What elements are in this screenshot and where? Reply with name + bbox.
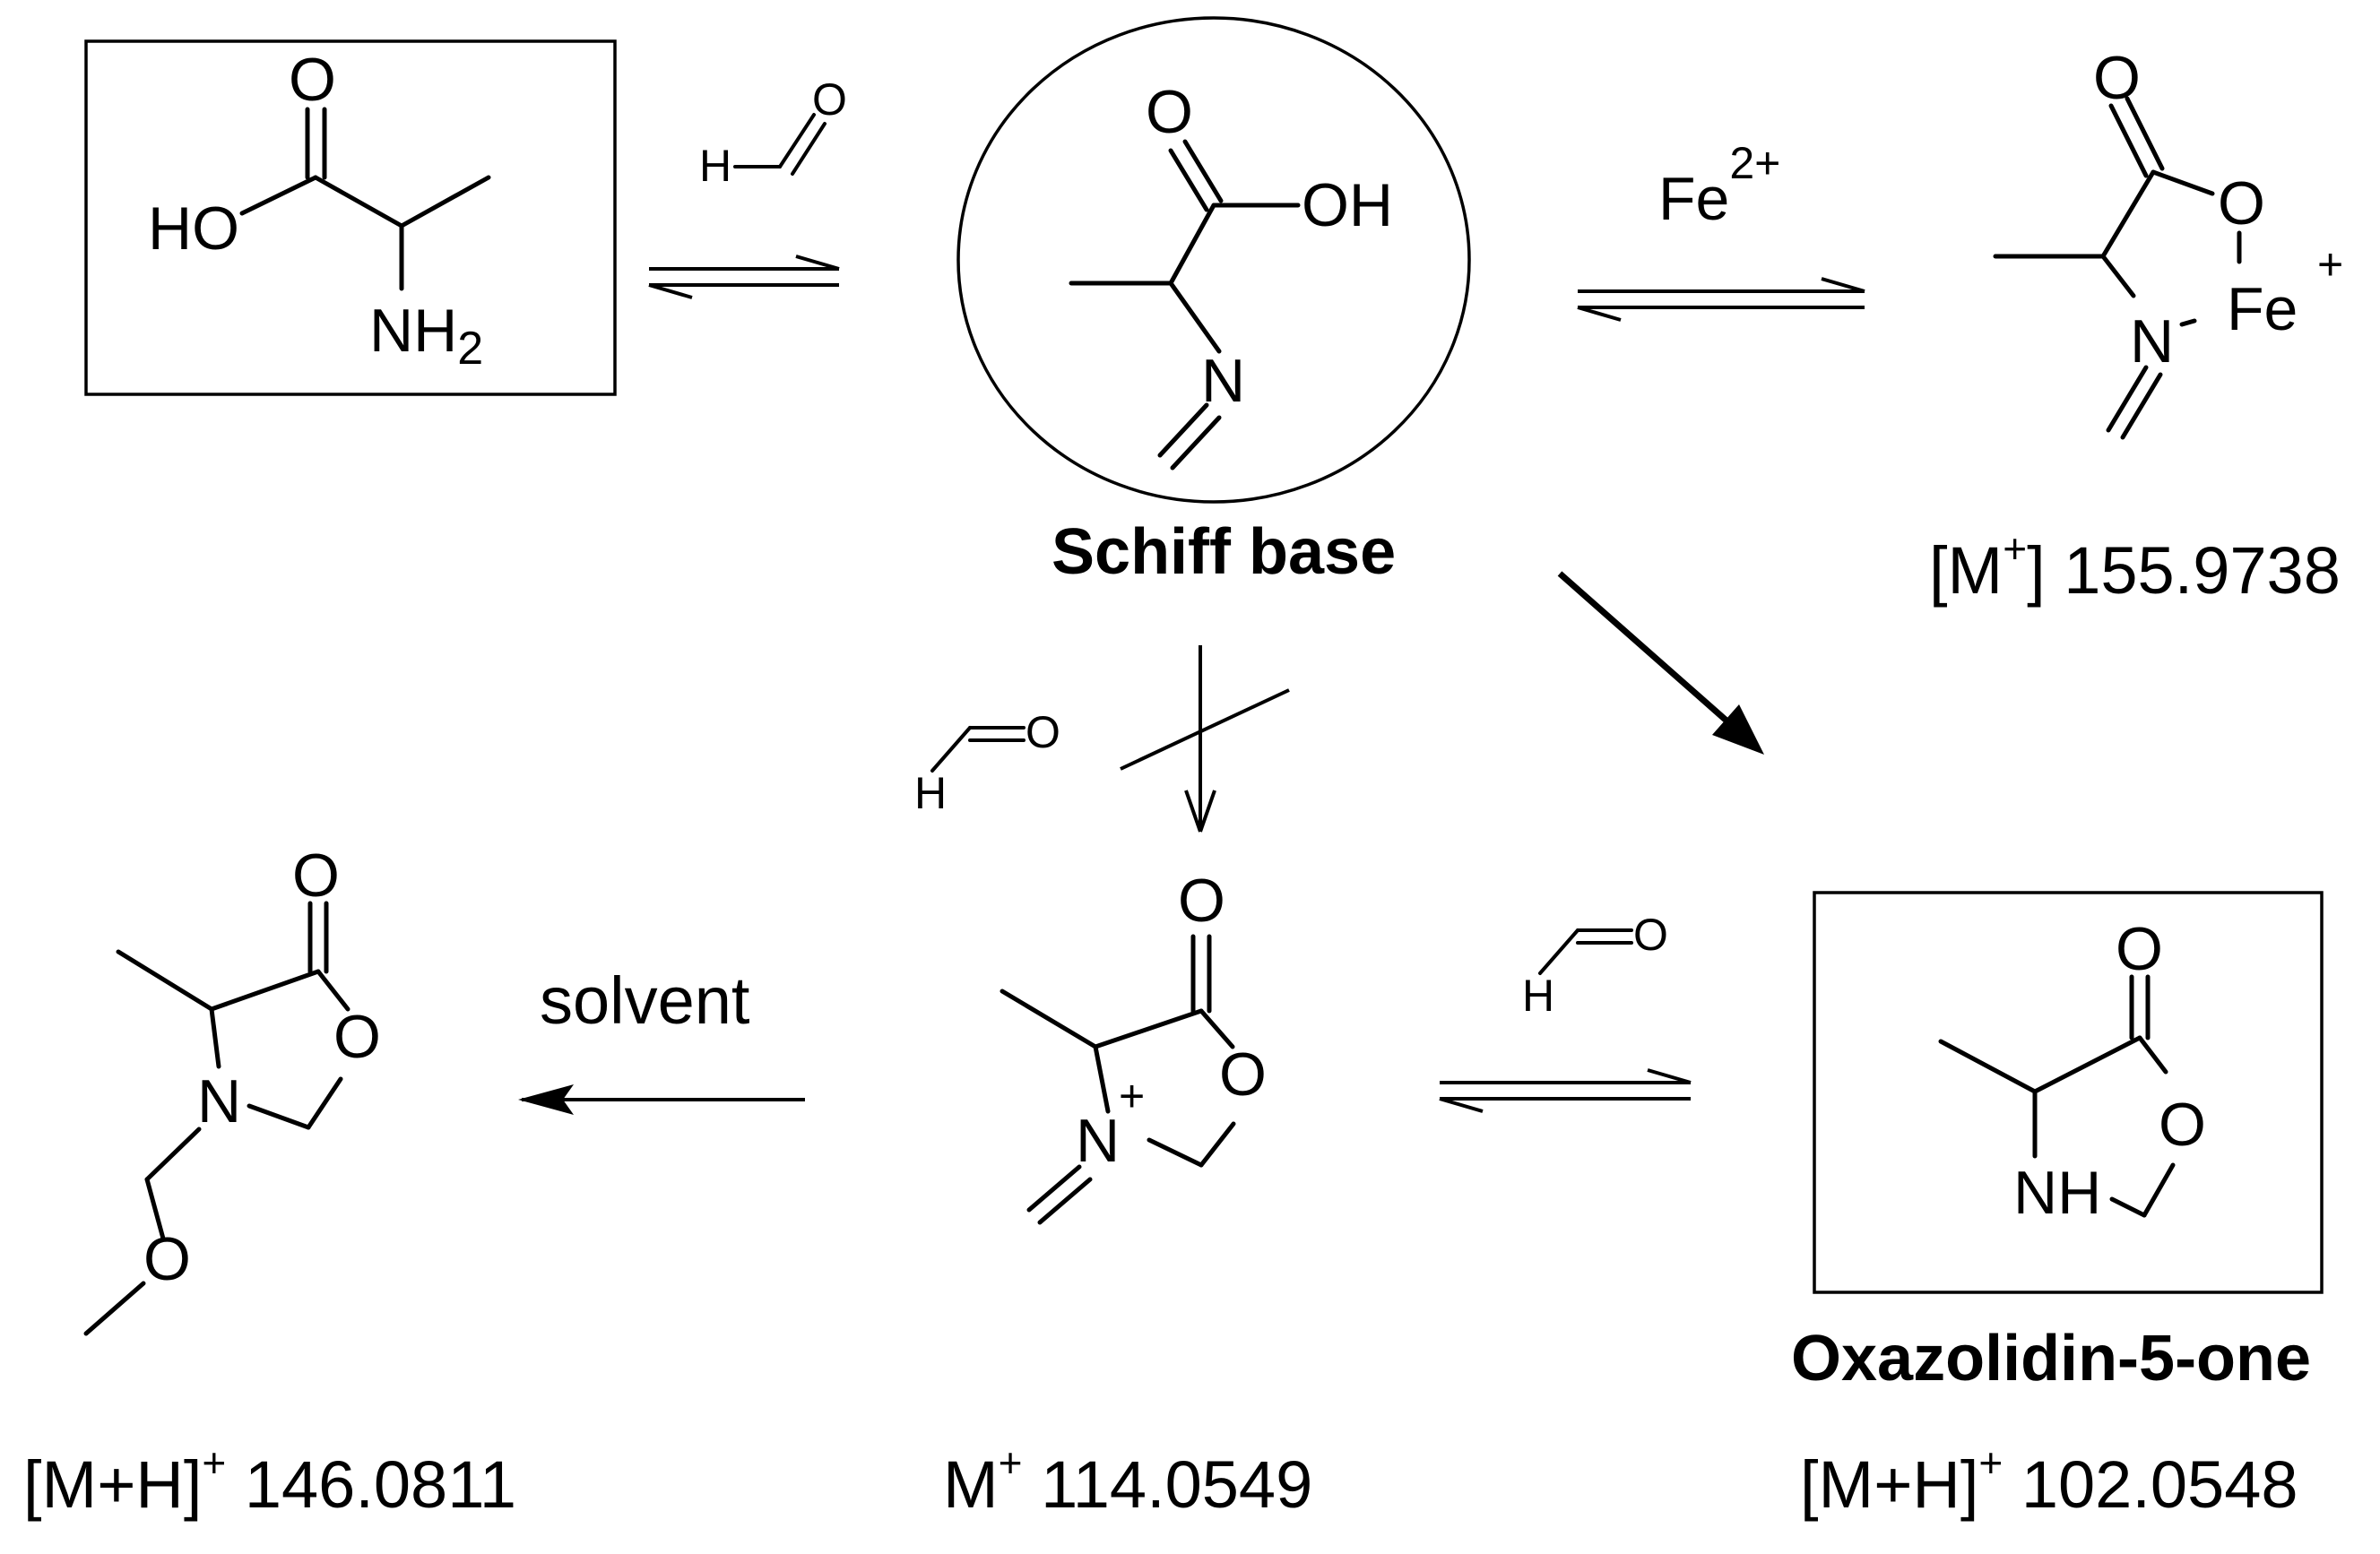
schiff-imine-nitrogen: N [1201,347,1245,415]
methoxymethyl-nitrogen: N [197,1067,241,1135]
equilibrium-arrow-2 [1577,277,1865,322]
iminium-mass: M+ 114.0549 [943,1439,1312,1522]
schiff-base-circle [956,16,1471,504]
oxazolidinone-carbonyl-oxygen: O [2116,915,2163,983]
formaldehyde-reagent-1: H O [699,74,847,191]
iminium-carbonyl-oxygen: O [1178,867,1225,935]
fe-complex-carbonyl-oxygen: O [2093,44,2141,112]
formaldehyde-reagent-3: H O [1522,910,1668,1021]
formaldehyde-o: O [1026,707,1060,757]
schiff-base-label: Schiff base [1052,516,1396,588]
fe-complex-iron: Fe [2227,275,2298,343]
alanine-amine: NH2 [369,297,483,375]
methoxymethyl-mass: [M+H]+ 146.0811 [23,1439,516,1522]
blocked-arrow [1120,645,1290,833]
formaldehyde-h: H [699,141,731,191]
equilibrium-arrow-3 [1439,1068,1692,1113]
oxazolidinone-frame [1813,891,2324,1294]
alanine-hydroxyl: HO [148,194,239,263]
iminium-charge: + [1119,1071,1145,1121]
formaldehyde-reagent-2: H O [914,707,1060,818]
schiff-hydroxyl: OH [1302,171,1393,239]
oxazolidinone-mass: [M+H]+ 102.0548 [1800,1439,2298,1522]
solvent-label: solvent [540,963,750,1038]
solvent-arrow: solvent [518,963,805,1115]
fe-complex-nitrogen: N [2130,307,2174,376]
fe-complex-oxygen: O [2218,169,2265,237]
alanine-carbonyl-oxygen: O [289,46,336,114]
iminium-nitrogen: N [1076,1107,1120,1175]
methoxymethyl-structure: O O N O [M+H]+ 146.0811 [23,842,516,1522]
fe-complex-charge: + [2317,239,2343,289]
methoxymethyl-ring-oxygen: O [333,1003,381,1071]
oxazolidinone-nh: NH [2013,1159,2101,1227]
formaldehyde-o: O [812,74,847,125]
iron-complex-structure: O O N Fe + [M+] 155.9738 [1929,44,2343,608]
iminium-structure: O O N + M+ 114.0549 [943,867,1312,1522]
alanine-frame [84,39,617,396]
schiff-base-structure: O OH N Schiff base [956,16,1471,588]
formaldehyde-o: O [1633,910,1668,960]
formaldehyde-h: H [914,768,947,818]
equilibrium-arrow-1 [648,255,840,299]
methoxymethyl-ether-oxygen: O [143,1225,191,1293]
alanine-structure: O HO NH2 [84,39,617,396]
iminium-ring-oxygen: O [1219,1040,1267,1109]
forward-arrow-schiff-to-oxazolidinone [1557,571,1764,755]
oxazolidinone-ring-oxygen: O [2159,1091,2206,1159]
methoxymethyl-carbonyl-oxygen: O [292,842,340,910]
oxazolidinone-label: Oxazolidin-5-one [1791,1323,2311,1394]
fe-complex-mass: [M+] 155.9738 [1929,525,2341,608]
iron-reagent: Fe2+ [1658,138,1780,233]
oxazolidinone-structure: O O NH Oxazolidin-5-one [M+H]+ 102.0548 [1791,891,2324,1522]
formaldehyde-h: H [1522,971,1554,1021]
schiff-carbonyl-oxygen: O [1146,78,1193,146]
